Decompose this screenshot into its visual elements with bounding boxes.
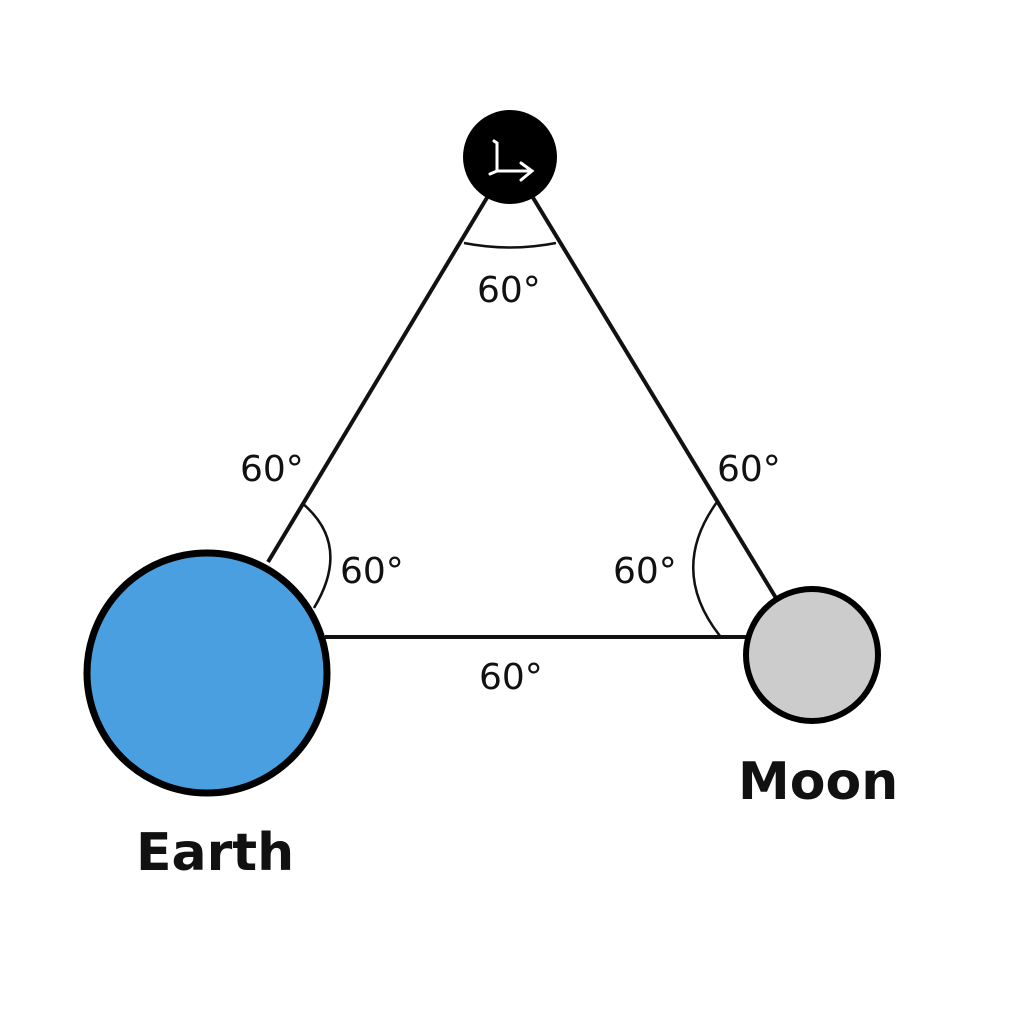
angle-arc-top xyxy=(463,241,557,249)
angle-label-bottom: 60° xyxy=(479,657,543,698)
edge-right xyxy=(530,194,778,600)
angle-label-left-inner: 60° xyxy=(340,551,404,592)
angle-label-top: 60° xyxy=(477,270,541,311)
angle-label-left-side: 60° xyxy=(240,449,304,490)
angle-arc-right xyxy=(692,501,721,637)
moon-label: Moon xyxy=(738,752,898,812)
angle-arc-left xyxy=(301,502,332,609)
angle-label-right-side: 60° xyxy=(717,449,781,490)
earth-label: Earth xyxy=(136,823,294,883)
lagrange-point-circle xyxy=(463,110,557,204)
moon-circle xyxy=(743,586,881,724)
earth-circle xyxy=(83,549,331,797)
l-arrow-icon xyxy=(488,139,535,182)
angle-label-right-inner: 60° xyxy=(613,551,677,592)
edge-left xyxy=(266,194,490,564)
